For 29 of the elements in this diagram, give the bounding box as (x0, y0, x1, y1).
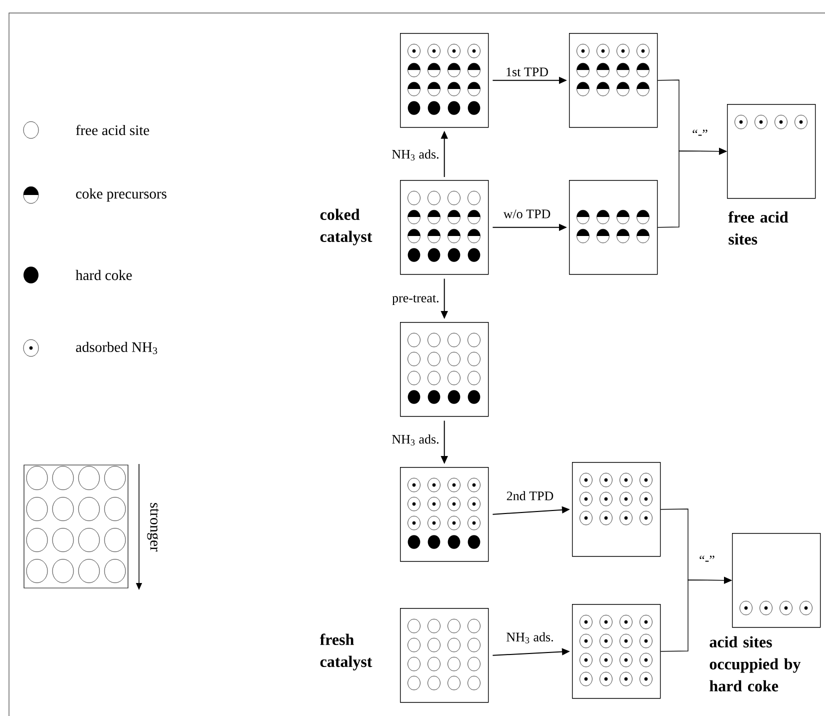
legend-label: free acid site (76, 124, 150, 136)
catalyst-label: fresh catalyst (320, 634, 372, 670)
legend-label: coke precursors (76, 188, 166, 202)
edge-label: pre-treat. (390, 293, 441, 307)
site-grid-box (572, 604, 661, 699)
site-grid-box (400, 467, 489, 562)
direction-label: stronger (147, 503, 159, 552)
edge-label: w/o TPD (502, 208, 552, 220)
site-grid-box (400, 180, 489, 275)
edge-label: 1st TPD (504, 66, 550, 78)
site-grid-box (732, 533, 821, 628)
edge-label: NH$_{3}$ ads. (390, 433, 441, 447)
catalyst-label: coked catalyst (320, 208, 372, 246)
site-grid-box (572, 462, 661, 557)
site-grid-box (727, 104, 816, 199)
legend-label: adsorbed NH$_{3}$ (76, 342, 158, 354)
catalyst-label: free acid sites (728, 211, 788, 245)
edge-label: “-” (698, 554, 716, 566)
site-grid-box (400, 608, 489, 703)
edge-label: “-” (690, 128, 710, 140)
catalyst-label: acid sites occuppied by hard coke (710, 636, 801, 692)
legend-label: hard coke (76, 270, 132, 280)
edge-label: NH$_{3}$ ads. (390, 148, 441, 162)
site-grid-box (400, 322, 489, 417)
site-grid-box (569, 180, 658, 275)
edge-label: 2nd TPD (504, 490, 556, 502)
site-grid-box (400, 33, 489, 128)
edge-label: NH$_{3}$ ads. (504, 630, 556, 645)
site-grid-box (569, 33, 658, 128)
